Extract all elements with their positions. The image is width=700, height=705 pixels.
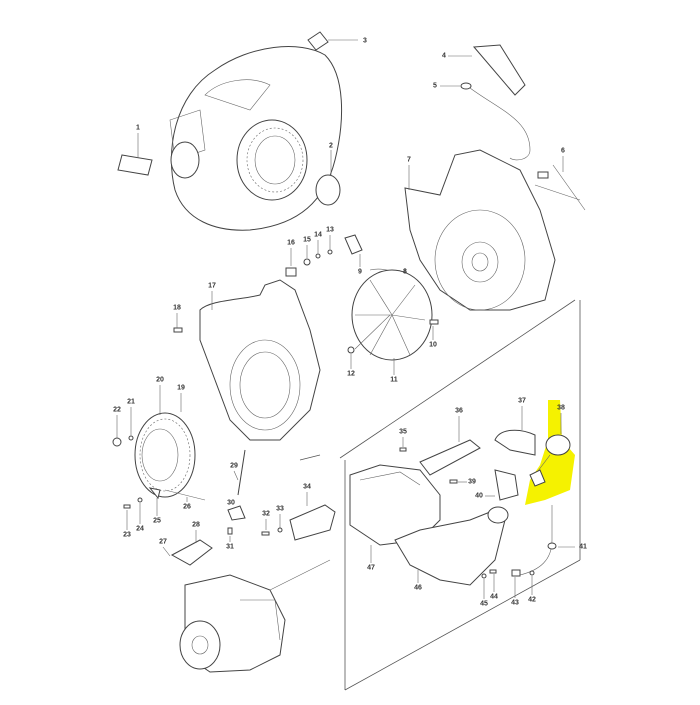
part-label-33: 33 — [276, 505, 284, 513]
part-label-35: 35 — [399, 428, 407, 436]
part-label-7: 7 — [407, 156, 411, 164]
part-label-24: 24 — [136, 525, 144, 533]
part-label-30: 30 — [227, 499, 235, 507]
part-label-22: 22 — [113, 406, 121, 414]
fan-housing-icon — [404, 149, 556, 311]
part-label-37: 37 — [518, 397, 526, 405]
part-label-41: 41 — [579, 543, 587, 551]
part-label-28: 28 — [192, 521, 200, 529]
part-label-46: 46 — [414, 584, 422, 592]
blower-assembly-icon — [169, 46, 342, 231]
part-label-6: 6 — [561, 147, 565, 155]
part-label-47: 47 — [367, 564, 375, 572]
part-label-17: 17 — [208, 282, 216, 290]
part-label-18: 18 — [173, 304, 181, 312]
part-label-4: 4 — [442, 52, 446, 60]
part-label-32: 32 — [262, 510, 270, 518]
part-label-34: 34 — [303, 483, 311, 491]
part-label-20: 20 — [156, 376, 164, 384]
engine-shroud-icon — [349, 464, 441, 546]
part-label-42: 42 — [528, 596, 536, 604]
part-label-14: 14 — [314, 231, 322, 239]
part-label-15: 15 — [303, 236, 311, 244]
engine-icon — [179, 574, 286, 673]
part-label-44: 44 — [490, 593, 498, 601]
part-label-5: 5 — [433, 82, 437, 90]
starter-icon — [134, 412, 196, 498]
part-label-36: 36 — [455, 407, 463, 415]
part-label-1: 1 — [136, 124, 140, 132]
part-label-2: 2 — [329, 142, 333, 150]
part-label-45: 45 — [480, 600, 488, 608]
part-label-19: 19 — [177, 384, 185, 392]
part-label-13: 13 — [326, 226, 334, 234]
volute-housing-icon — [199, 279, 321, 441]
part-label-31: 31 — [226, 543, 234, 551]
part-label-39: 39 — [468, 478, 476, 486]
part-label-21: 21 — [127, 398, 135, 406]
fan-impeller-icon — [351, 269, 433, 361]
part-label-43: 43 — [511, 599, 519, 607]
part-label-23: 23 — [123, 531, 131, 539]
part-label-8: 8 — [403, 268, 407, 276]
part-label-25: 25 — [153, 517, 161, 525]
part-label-27: 27 — [159, 538, 167, 546]
part-label-29: 29 — [230, 462, 238, 470]
part-label-9: 9 — [358, 268, 362, 276]
part-label-16: 16 — [287, 239, 295, 247]
part-label-38: 38 — [557, 404, 565, 412]
part-label-12: 12 — [347, 370, 355, 378]
part-label-26: 26 — [183, 503, 191, 511]
part-label-40: 40 — [475, 492, 483, 500]
part-label-3: 3 — [363, 37, 367, 45]
part-label-11: 11 — [390, 376, 398, 384]
part-label-10: 10 — [429, 341, 437, 349]
